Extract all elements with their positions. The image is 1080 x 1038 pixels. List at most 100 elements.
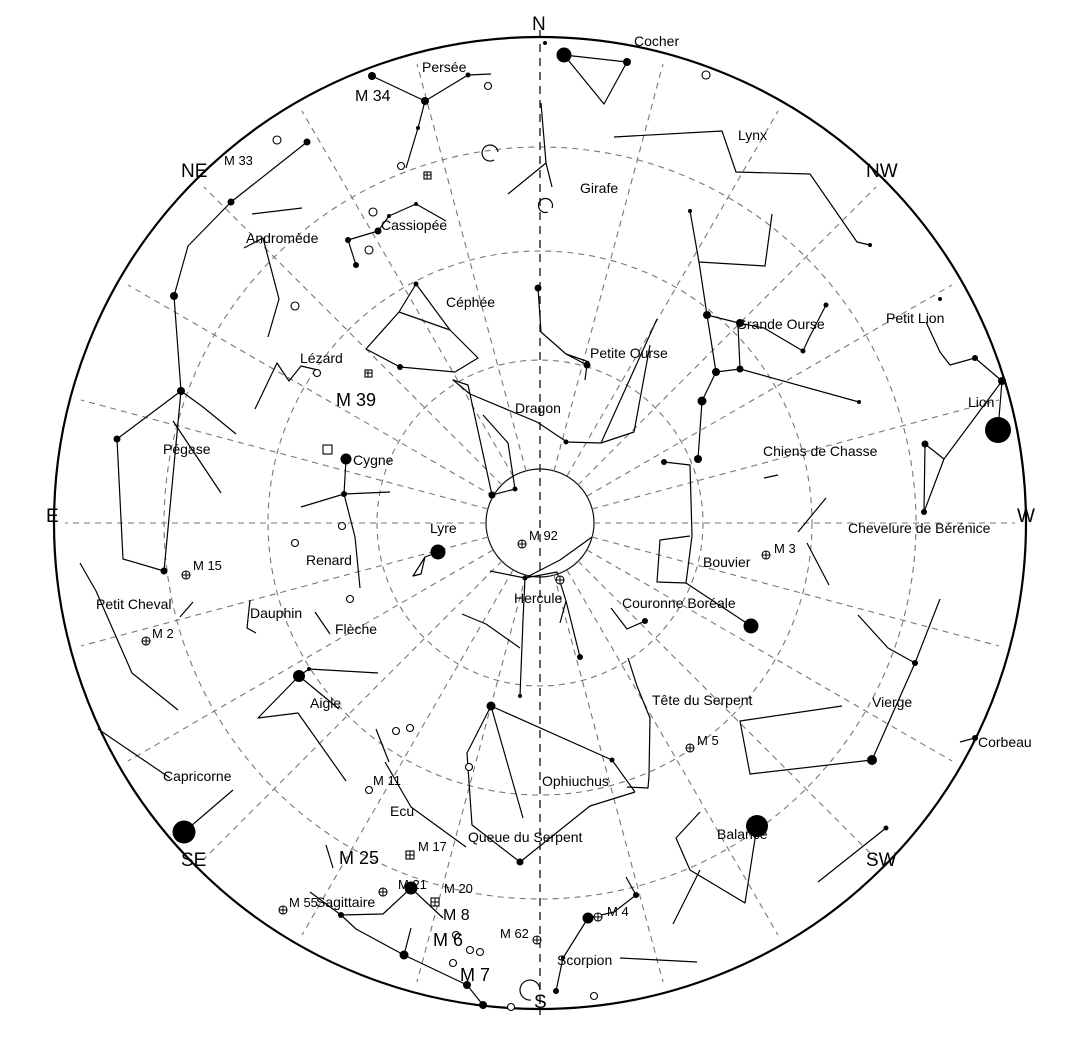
andromede-lines-2: [243, 237, 280, 338]
sagittaire-lines-2: [340, 914, 412, 956]
cocher-lines: [563, 54, 628, 105]
pegase-lines: [116, 390, 182, 572]
globular-cluster-m22-symbol: [378, 887, 388, 897]
persee-lines-2: [405, 100, 426, 169]
lezard-lines: [254, 362, 319, 410]
aigle-lines-3: [298, 675, 340, 710]
pegase-lines-2: [180, 390, 237, 435]
label-ophiuchus: Ophiuchus: [542, 773, 609, 789]
label-lynx: Lynx: [738, 127, 767, 143]
dragon-lines-2: [482, 414, 516, 496]
vierge-lines-2: [739, 662, 916, 775]
globular-cluster-m5-symbol: [685, 743, 695, 753]
label-m3: M 3: [774, 541, 796, 556]
label-m21: M 21: [398, 877, 427, 892]
chiens-lines: [763, 474, 779, 479]
cardinal-s: S: [534, 992, 547, 1013]
label-m20: M 20: [444, 881, 473, 896]
label-bouvier: Bouvier: [703, 554, 751, 570]
globular-cluster-m13-symbol: [555, 575, 565, 585]
cardinal-ne: NE: [181, 161, 207, 182]
label-grande-ourse: Grande Ourse: [736, 316, 825, 332]
label-vierge: Vierge: [872, 694, 912, 710]
persee-lines: [371, 73, 492, 102]
label-m8: M 8: [443, 907, 470, 924]
grande-ourse-lines-4: [697, 371, 717, 460]
hercule-lines-3: [559, 600, 567, 624]
dragon-lines-3: [600, 344, 651, 444]
cardinal-sw: SW: [866, 850, 897, 871]
label-aigle: Aigle: [310, 695, 341, 711]
cephee-lines: [365, 311, 479, 373]
pegase-lines-3: [172, 420, 222, 494]
horizon-circle: [52, 35, 1028, 1011]
azimuth-grid: [65, 30, 1015, 1015]
vierge-lines: [857, 598, 941, 664]
chevelure-lines-2: [806, 542, 830, 586]
label-m4: M 4: [607, 904, 629, 919]
label-dauphin: Dauphin: [250, 605, 302, 621]
label-andromede: Andromède: [246, 230, 319, 246]
label-chiens-de-chasse: Chiens de Chasse: [763, 443, 878, 459]
cardinal-e: E: [46, 506, 59, 527]
label-renard: Renard: [306, 552, 352, 568]
label-pegase: Pégase: [163, 441, 211, 457]
lynx-lines: [613, 130, 871, 246]
aigle-lines-2: [257, 675, 347, 782]
chevelure-lines: [797, 497, 827, 533]
constellation-labels: Cocher Persée Lynx Girafe Cassiopée Andr…: [96, 33, 1032, 968]
altitude-circle-45: [267, 250, 813, 796]
dragon-lines: [452, 318, 658, 496]
aigle-lines: [298, 668, 379, 677]
hercule-lines: [489, 570, 581, 658]
petit-cheval-lines: [179, 601, 194, 618]
label-m92: M 92: [529, 528, 558, 543]
ophiuchus-lines-3: [490, 705, 524, 819]
lyre-lines: [412, 551, 439, 577]
andromede-lines-3: [251, 207, 303, 215]
petite-ourse-lines-2: [565, 353, 590, 363]
label-lezard: Lézard: [300, 350, 343, 366]
sagittaire-lines-3: [309, 891, 342, 916]
label-cephee: Céphée: [446, 294, 495, 310]
dauphin-lines: [246, 599, 257, 634]
label-m17: M 17: [418, 839, 447, 854]
ophiuchus-lines-2: [466, 705, 636, 863]
label-capricorne: Capricorne: [163, 768, 232, 784]
petit-cheval-lines-2: [79, 562, 179, 711]
altitude-circle-60: [376, 359, 704, 687]
label-fleche: Flèche: [335, 621, 377, 637]
label-m25: M 25: [339, 848, 379, 868]
label-couronne: Couronne Boréale: [622, 595, 736, 611]
label-balance: Balance: [717, 826, 768, 842]
label-chevelure: Chevelure de Bérénice: [848, 520, 991, 536]
label-m7: M 7: [460, 965, 490, 985]
girafe-lines-2: [545, 162, 553, 188]
label-queue-serpent: Queue du Serpent: [468, 829, 583, 845]
label-m2: M 2: [152, 626, 174, 641]
label-m33: M 33: [224, 153, 253, 168]
label-cocher: Cocher: [634, 33, 679, 49]
label-petite-ourse: Petite Ourse: [590, 345, 668, 361]
balance-lines-3: [817, 827, 887, 883]
balance-lines-2: [672, 869, 701, 925]
globular-cluster-m3-symbol: [761, 550, 771, 560]
cardinal-labels: N NE E SE S SW W NW: [46, 14, 1035, 1013]
tete-serpent-lines: [626, 657, 651, 789]
nebula-cassiopee-symbol: [423, 171, 432, 180]
andromede-lines: [173, 141, 308, 392]
capricorne-lines-2: [97, 728, 171, 779]
fleche-lines: [314, 611, 331, 635]
cardinal-nw: NW: [866, 161, 898, 182]
hercule-lines-2: [519, 577, 526, 697]
label-persee: Persée: [422, 59, 467, 75]
globular-cluster-m4-symbol: [593, 912, 603, 922]
cygne-lines-2: [343, 491, 391, 495]
queue-serpent-lines: [384, 761, 467, 848]
nebula-cephee-symbol: [364, 369, 373, 378]
couronne-lines: [610, 607, 646, 630]
label-ecu: Ecu: [390, 803, 414, 819]
nebula-m17-symbol: [405, 850, 415, 860]
label-m5: M 5: [697, 733, 719, 748]
scorpion-lines: [555, 876, 637, 992]
